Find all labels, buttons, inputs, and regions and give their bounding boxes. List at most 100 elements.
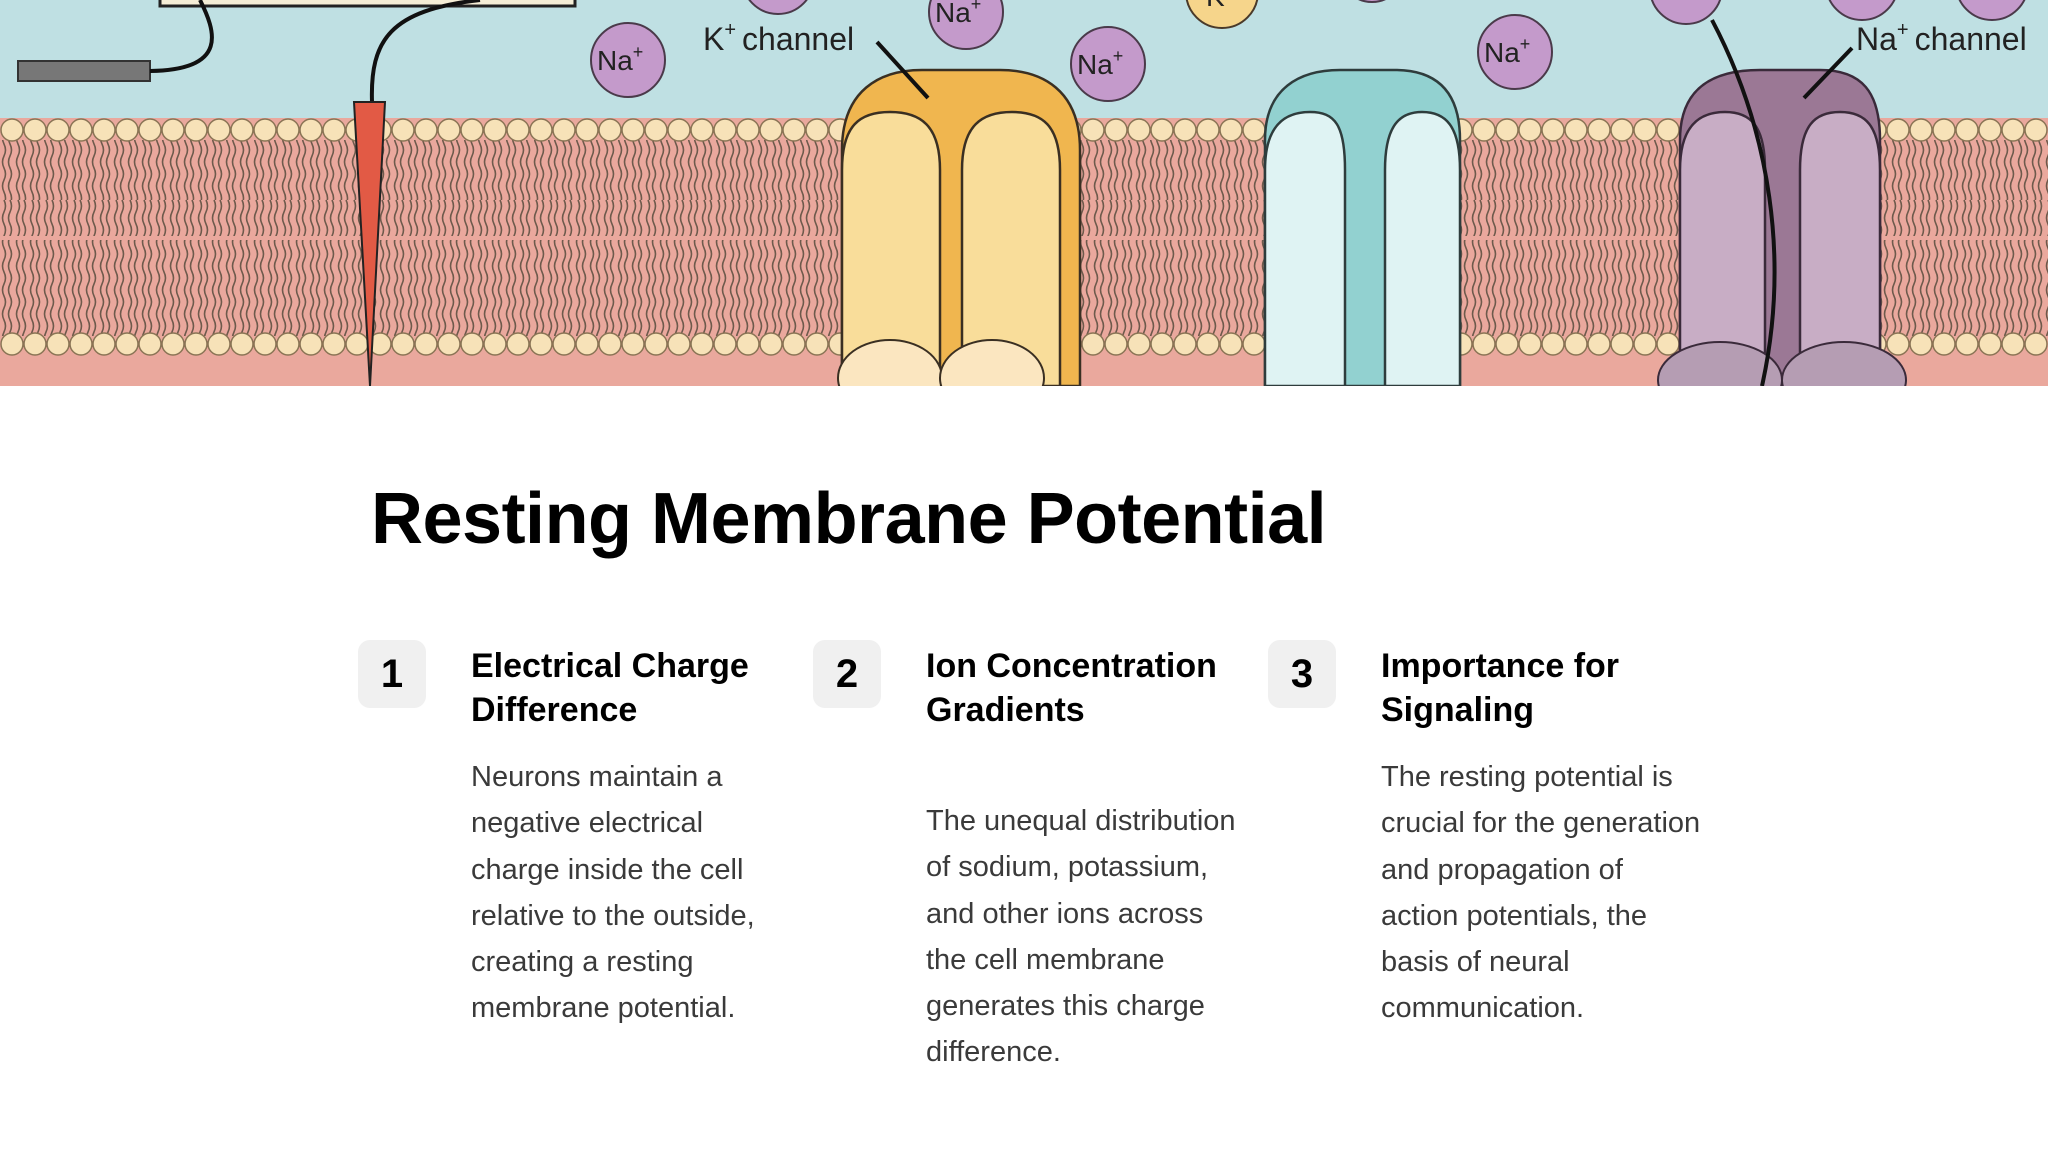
lipid-head bbox=[138, 332, 162, 356]
lipid-head bbox=[1978, 332, 2002, 356]
lipid-head bbox=[92, 332, 116, 356]
lipid-head bbox=[1909, 332, 1933, 356]
lipid-head bbox=[1610, 118, 1634, 142]
na-ion: Na+ bbox=[1070, 26, 1146, 102]
lipid-head bbox=[621, 118, 645, 142]
reference-electrode bbox=[17, 60, 151, 82]
lipid-head bbox=[1472, 332, 1496, 356]
step-body: Neurons maintain a negative electrical c… bbox=[471, 761, 755, 1025]
reference-wire bbox=[149, 0, 214, 73]
lipid-head bbox=[138, 118, 162, 142]
lipid-head bbox=[1955, 118, 1979, 142]
lipid-head bbox=[713, 118, 737, 142]
lipid-head bbox=[207, 118, 231, 142]
lipid-head bbox=[805, 118, 829, 142]
ion-partial bbox=[748, 0, 808, 15]
lipid-head bbox=[483, 118, 507, 142]
lipid-head bbox=[1219, 118, 1243, 142]
lipid-head bbox=[460, 118, 484, 142]
svg-text:K: K bbox=[1206, 0, 1225, 12]
lipid-head bbox=[207, 332, 231, 356]
lipid-head bbox=[1495, 118, 1519, 142]
lipid-head bbox=[1472, 118, 1496, 142]
k-channel-label: K+channel bbox=[703, 19, 930, 100]
na-ion: Na+ bbox=[590, 22, 666, 98]
lipid-head bbox=[92, 118, 116, 142]
lipid-head bbox=[1886, 332, 1910, 356]
svg-text:K+channel: K+channel bbox=[703, 19, 854, 57]
lipid-head bbox=[115, 118, 139, 142]
lipid-head bbox=[552, 118, 576, 142]
lipid-head bbox=[184, 118, 208, 142]
lipid-head bbox=[437, 118, 461, 142]
lipid-head bbox=[391, 118, 415, 142]
lipid-head bbox=[414, 332, 438, 356]
svg-text:Na+channel: Na+channel bbox=[1856, 19, 2027, 57]
lipid-head bbox=[1219, 332, 1243, 356]
membrane-illustration: Na+ Na+ Na+ Na+ K K+channel Na+channel bbox=[0, 0, 2048, 386]
lipid-head bbox=[46, 118, 70, 142]
lipid-head bbox=[552, 332, 576, 356]
lipid-head bbox=[598, 118, 622, 142]
lipid-head bbox=[1587, 332, 1611, 356]
lipid-head bbox=[1104, 118, 1128, 142]
lipid-head bbox=[2024, 118, 2048, 142]
step-title: Electrical Charge Difference bbox=[471, 647, 749, 729]
lipid-head bbox=[1518, 118, 1542, 142]
lipid-head bbox=[1150, 332, 1174, 356]
lipid-head bbox=[23, 118, 47, 142]
lipid-head bbox=[575, 118, 599, 142]
svg-text:Na+: Na+ bbox=[1077, 46, 1123, 80]
lipid-head bbox=[230, 118, 254, 142]
ion-partial bbox=[1828, 0, 1896, 21]
lipid-head bbox=[621, 332, 645, 356]
lipid-head bbox=[1564, 332, 1588, 356]
lipid-head bbox=[1081, 332, 1105, 356]
lipid-head bbox=[161, 118, 185, 142]
lipid-head bbox=[759, 118, 783, 142]
step-body: The unequal distribution of sodium, pota… bbox=[926, 805, 1236, 1069]
lipid-head bbox=[1978, 118, 2002, 142]
lipid-head bbox=[1242, 332, 1266, 356]
lipid-head bbox=[1886, 118, 1910, 142]
svg-text:Na+: Na+ bbox=[597, 42, 643, 76]
lipid-head bbox=[0, 332, 24, 356]
lipid-head bbox=[736, 118, 760, 142]
svg-text:Na+: Na+ bbox=[935, 0, 981, 28]
lipid-head bbox=[460, 332, 484, 356]
step-number-badge: 1 bbox=[358, 640, 426, 708]
lipid-head bbox=[253, 332, 277, 356]
lipid-head bbox=[1656, 118, 1680, 142]
lipid-head bbox=[529, 332, 553, 356]
lipid-head bbox=[1127, 332, 1151, 356]
lipid-head bbox=[1127, 118, 1151, 142]
lipid-head bbox=[506, 332, 530, 356]
lipid-head bbox=[1518, 332, 1542, 356]
lipid-head bbox=[1610, 332, 1634, 356]
lipid-head bbox=[1541, 332, 1565, 356]
lipid-head bbox=[483, 332, 507, 356]
lipid-head bbox=[1587, 118, 1611, 142]
na-channel-protein bbox=[1657, 19, 1907, 386]
lipid-head bbox=[1932, 332, 1956, 356]
lipid-head bbox=[713, 332, 737, 356]
lipid-head bbox=[1955, 332, 1979, 356]
na-ion: Na+ bbox=[1477, 14, 1553, 90]
lipid-head bbox=[0, 118, 24, 142]
lipid-head bbox=[690, 118, 714, 142]
lipid-head bbox=[1173, 332, 1197, 356]
lipid-head bbox=[1150, 118, 1174, 142]
lipid-head bbox=[1173, 118, 1197, 142]
lipid-head bbox=[782, 332, 806, 356]
lipid-head bbox=[1104, 332, 1128, 356]
membrane-diagram: Na+ Na+ Na+ Na+ K K+channel Na+channel bbox=[0, 0, 2048, 386]
lipid-head bbox=[322, 118, 346, 142]
page-title: Resting Membrane Potential bbox=[371, 479, 1327, 559]
ion-pump-protein bbox=[1263, 68, 1462, 386]
lipid-head bbox=[1932, 118, 1956, 142]
lipid-head bbox=[667, 118, 691, 142]
lipid-head bbox=[1541, 118, 1565, 142]
lipid-head bbox=[184, 332, 208, 356]
lipid-head bbox=[1564, 118, 1588, 142]
lipid-head bbox=[2001, 118, 2025, 142]
